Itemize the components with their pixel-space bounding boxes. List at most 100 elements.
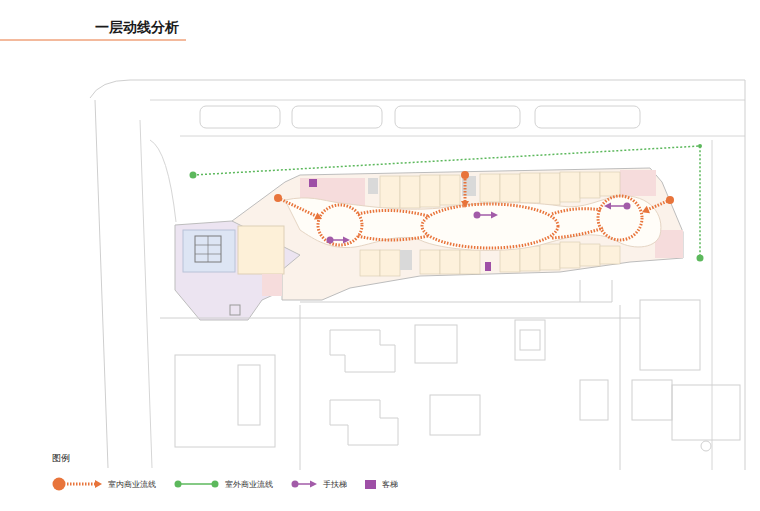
shop-unit (380, 250, 400, 276)
legend-sample (291, 479, 317, 489)
road-edge (150, 140, 176, 222)
sample-line (67, 483, 96, 486)
indoor-flow-link (552, 228, 603, 238)
shop-unit (400, 176, 420, 208)
elevator-mark (485, 262, 491, 271)
community-building (175, 355, 275, 447)
retail-zone (262, 274, 282, 296)
escalator-dot (624, 203, 631, 210)
legend-swatch (365, 480, 376, 489)
residential-building (580, 380, 608, 420)
small-kiosk (230, 305, 240, 315)
legend-sample (174, 479, 219, 489)
shop-unit (500, 174, 520, 202)
shop-unit (520, 173, 540, 203)
anchor-building (175, 221, 302, 320)
residential-building (632, 380, 672, 420)
legend-item: 客梯 (365, 479, 398, 490)
road-edge (300, 305, 620, 470)
sample-dot (212, 481, 219, 488)
title-rule (0, 40, 186, 41)
indoor-flow (278, 176, 670, 248)
shop-unit (380, 176, 400, 208)
arrowhead (491, 212, 498, 219)
elevator-mark (309, 179, 317, 187)
shop-unit (480, 174, 500, 202)
shop-unit (238, 226, 284, 274)
indoor-flow-loop (598, 196, 642, 240)
page-title: 一层动线分析 (95, 19, 179, 37)
road-edge (745, 80, 746, 470)
atrium-corridor (285, 196, 661, 251)
indoor-flow-link (552, 209, 602, 214)
outdoor-flow-dot (190, 172, 197, 179)
residential-building (415, 325, 457, 363)
outdoor-flow (193, 146, 700, 258)
residential-building (330, 400, 398, 445)
indoor-flow-link (358, 236, 428, 240)
entrance-flow (464, 176, 467, 202)
shop-unit (580, 244, 600, 266)
shop-unit (560, 242, 580, 268)
shop-unit (460, 250, 480, 274)
legend-item: 手扶梯 (291, 479, 347, 490)
shop-unit (580, 172, 600, 198)
escalators (327, 203, 631, 244)
legend-text: 手扶梯 (323, 479, 347, 490)
road-edge (140, 120, 152, 468)
residential-building (672, 385, 740, 440)
mall-footprint (232, 168, 683, 300)
residential-building (515, 320, 545, 360)
sample-arrowhead (95, 480, 102, 488)
shop-unit (600, 172, 620, 196)
stair-grid (195, 236, 221, 262)
service-core (368, 178, 378, 194)
arrowhead (604, 203, 611, 210)
outdoor-flow-dot (698, 144, 702, 148)
sample-line (178, 483, 215, 485)
entrance-dot (461, 171, 469, 179)
parking-island (395, 106, 520, 128)
shop-unit (440, 175, 460, 205)
arrowhead (343, 237, 350, 244)
surrounding-buildings (160, 300, 740, 470)
legend-item: 室外商业流线 (174, 479, 273, 490)
legend-text: 室内商业流线 (108, 479, 156, 490)
shop-unit (420, 175, 440, 207)
arrowhead (314, 212, 322, 219)
shop-unit (520, 246, 540, 271)
residential-building (330, 330, 395, 372)
parking-island (535, 106, 640, 128)
shop-unit (540, 173, 560, 205)
cinema-block (183, 230, 235, 272)
parking-island (200, 106, 280, 128)
road-edge (180, 136, 745, 137)
arrowhead (642, 206, 650, 213)
entrance-dot (666, 196, 674, 204)
road-edge (95, 100, 108, 468)
community-building (238, 365, 260, 425)
service-core (400, 250, 412, 270)
indoor-flow-link (358, 210, 428, 216)
retail-zone (620, 170, 656, 196)
residential-building (640, 300, 700, 370)
shop-unit (440, 250, 460, 274)
entrance-marks (274, 171, 674, 220)
escalator-line (477, 214, 492, 216)
legend-heading: 图例 (52, 452, 70, 465)
legend-sample (52, 477, 102, 491)
indoor-flow-loop (422, 204, 558, 248)
shop-unit (600, 246, 620, 264)
residential-building (520, 330, 540, 350)
parking-island (292, 106, 382, 128)
stair-grid (195, 236, 221, 262)
site-symbol (701, 441, 711, 451)
sample-arrowhead (310, 481, 317, 488)
shop-unit (500, 248, 520, 272)
legend-text: 室外商业流线 (225, 479, 273, 490)
shop-unit (540, 244, 560, 270)
indoor-flow-loop (318, 205, 362, 245)
residential-building (430, 395, 480, 435)
